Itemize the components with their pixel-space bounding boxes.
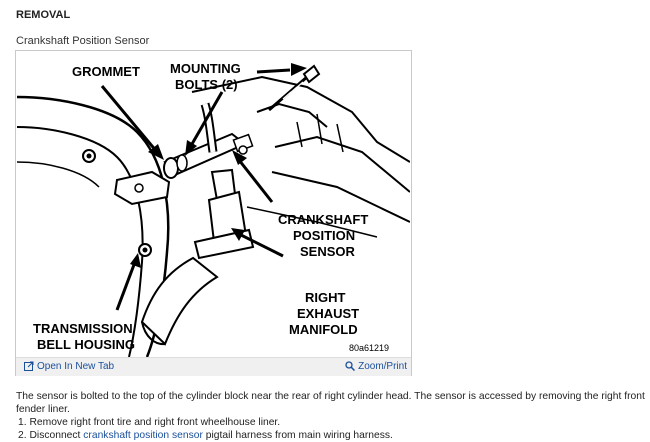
crankshaft-label-3: SENSOR (300, 244, 356, 259)
mounting-bolts-label-2: BOLTS (2) (175, 77, 238, 92)
external-link-icon (24, 361, 34, 371)
mounting-bolts-label-1: MOUNTING (170, 61, 241, 76)
figure-caption: Crankshaft Position Sensor (16, 35, 150, 47)
crankshaft-label-1: CRANKSHAFT (278, 212, 368, 227)
figure-footer: Open In New Tab Zoom/Print (16, 357, 411, 376)
zoom-print-label: Zoom/Print (358, 361, 407, 372)
exhaust-label-2: EXHAUST (297, 306, 359, 321)
crankshaft-sensor-diagram: GROMMET MOUNTING BOLTS (2) CRANKSHAFT PO… (17, 52, 410, 357)
step-number: 2. (18, 430, 27, 441)
magnifier-icon (345, 361, 356, 371)
open-in-new-tab-link[interactable]: Open In New Tab (24, 361, 114, 372)
description-paragraph: The sensor is bolted to the top of the c… (16, 391, 645, 415)
step-1: 1. Remove right front tire and right fro… (16, 416, 646, 429)
grommet-label: GROMMET (72, 64, 140, 79)
figure-code: 80a61219 (349, 343, 389, 353)
section-heading: REMOVAL (16, 9, 71, 21)
step-text: Remove right front tire and right front … (29, 417, 281, 428)
crankshaft-sensor-link[interactable]: crankshaft position sensor (83, 430, 203, 441)
crankshaft-label-2: POSITION (293, 228, 355, 243)
open-in-new-tab-label: Open In New Tab (37, 361, 115, 372)
exhaust-label-1: RIGHT (305, 290, 346, 305)
figure-panel: GROMMET MOUNTING BOLTS (2) CRANKSHAFT PO… (15, 50, 412, 376)
exhaust-label-3: MANIFOLD (289, 322, 358, 337)
transmission-label-2: BELL HOUSING (37, 337, 135, 352)
step-2: 2. Disconnect crankshaft position sensor… (16, 429, 646, 442)
zoom-print-link[interactable]: Zoom/Print (345, 361, 407, 372)
transmission-label-1: TRANSMISSION (33, 321, 133, 336)
step-number: 1. (18, 417, 27, 428)
step-text-post: pigtail harness from main wiring harness… (202, 430, 393, 441)
procedure-text: The sensor is bolted to the top of the c… (16, 390, 646, 442)
step-text-pre: Disconnect (29, 430, 84, 441)
